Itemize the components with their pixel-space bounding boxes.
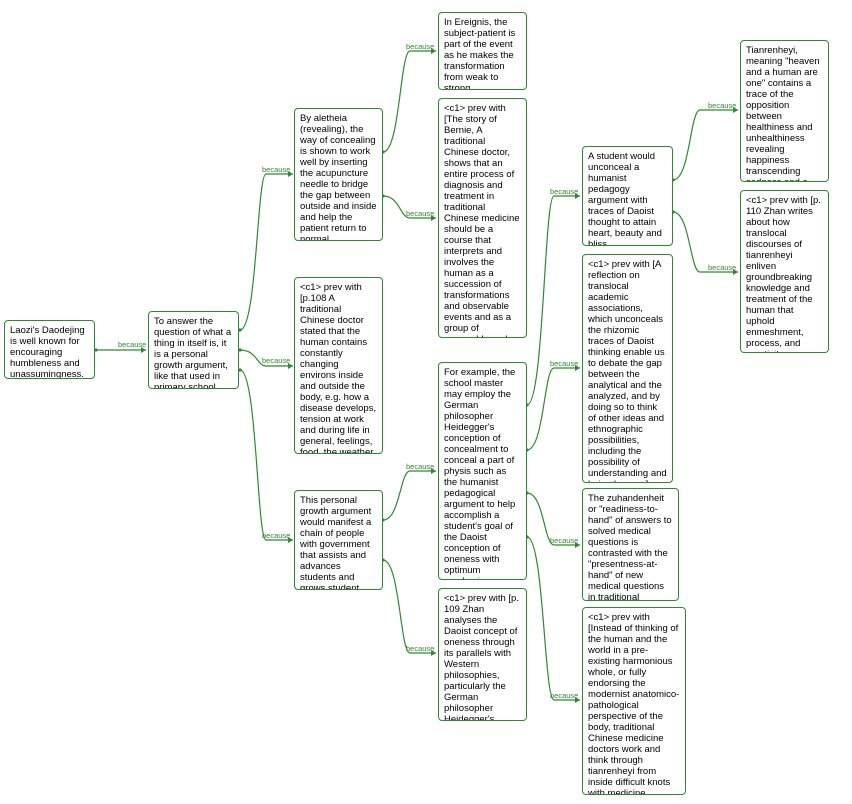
edge-label-schoolmaster-reflection: because: [550, 359, 579, 368]
edge-label-schoolmaster-student: because: [550, 187, 579, 196]
edge-label-aletheia-ereignis: because: [406, 42, 435, 51]
arrowhead: [431, 48, 436, 54]
arrowhead: [288, 363, 293, 369]
node-reflection[interactable]: <c1> prev with [A reflection on transloc…: [582, 254, 673, 483]
node-ereignis[interactable]: In Ereignis, the subject-patient is part…: [438, 12, 527, 90]
connector-origin-dot: [238, 368, 242, 372]
edge-chain-schoolmaster: [381, 468, 436, 522]
arrowhead: [575, 542, 580, 548]
edge-label-chain-p109: because: [406, 644, 435, 653]
edge-label-student-tianren: because: [708, 101, 737, 110]
edge-label-question-chain: because: [262, 531, 291, 540]
arrowhead: [575, 697, 580, 703]
edge-question-p108: [238, 348, 293, 369]
node-aletheia[interactable]: By aletheia (revealing), the way of conc…: [294, 108, 383, 241]
arrowhead: [431, 468, 436, 474]
node-p109[interactable]: <c1> prev with [p. 109 Zhan analyses the…: [438, 588, 527, 721]
edge-schoolmaster-instead: [525, 535, 580, 703]
edge-label-schoolmaster-instead: because: [550, 691, 579, 700]
arrowhead: [288, 171, 293, 177]
arrowhead: [733, 269, 738, 275]
node-p108[interactable]: <c1> prev with [p.108 A traditional Chin…: [294, 277, 383, 454]
edge-label-chain-schoolmaster: because: [406, 462, 435, 471]
node-bernie[interactable]: <c1> prev with [The story of Bernie, A t…: [438, 98, 527, 338]
connector-origin-dot: [238, 328, 242, 332]
node-schoolmaster[interactable]: For example, the school master may emplo…: [438, 362, 527, 580]
node-chain[interactable]: This personal growth argument would mani…: [294, 490, 383, 590]
edge-aletheia-bernie: [381, 194, 436, 221]
node-p110[interactable]: <c1> prev with [p. 110 Zhan writes about…: [740, 190, 829, 353]
node-question[interactable]: To answer the question of what a thing i…: [148, 311, 239, 389]
edge-aletheia-ereignis: [381, 48, 436, 154]
edge-question-aletheia: [238, 171, 293, 332]
arrowhead: [288, 537, 293, 543]
arrowhead: [431, 215, 436, 221]
connector-origin-dot: [238, 348, 242, 352]
edge-label-question-p108: because: [262, 356, 291, 365]
node-root[interactable]: Laozi's Daodejing is well known for enco…: [4, 320, 95, 379]
edge-chain-p109: [381, 558, 436, 656]
edge-student-tianren: [671, 107, 738, 182]
arrowhead: [141, 347, 146, 353]
arrowhead: [733, 107, 738, 113]
node-tianren[interactable]: Tianrenheyi, meaning "heaven and a human…: [740, 40, 829, 182]
arrowhead: [575, 365, 580, 371]
edge-schoolmaster-student: [525, 193, 580, 407]
edge-question-chain: [238, 368, 293, 543]
node-instead[interactable]: <c1> prev with [Instead of thinking of t…: [582, 607, 686, 795]
edge-label-student-p110: because: [708, 263, 737, 272]
connector-origin-dot: [94, 348, 98, 352]
edge-label-question-aletheia: because: [262, 165, 291, 174]
node-zuhanden[interactable]: The zuhandenheit or "readiness-to-hand" …: [582, 488, 679, 601]
edge-schoolmaster-reflection: [525, 365, 580, 452]
arrowhead: [431, 650, 436, 656]
edge-label-aletheia-bernie: because: [406, 209, 435, 218]
edge-label-root-question: because: [118, 340, 147, 349]
edge-label-schoolmaster-zuhanden: because: [550, 536, 579, 545]
edge-root-question: [94, 347, 146, 353]
node-student[interactable]: A student would unconceal a humanist ped…: [582, 146, 673, 246]
arrowhead: [575, 193, 580, 199]
